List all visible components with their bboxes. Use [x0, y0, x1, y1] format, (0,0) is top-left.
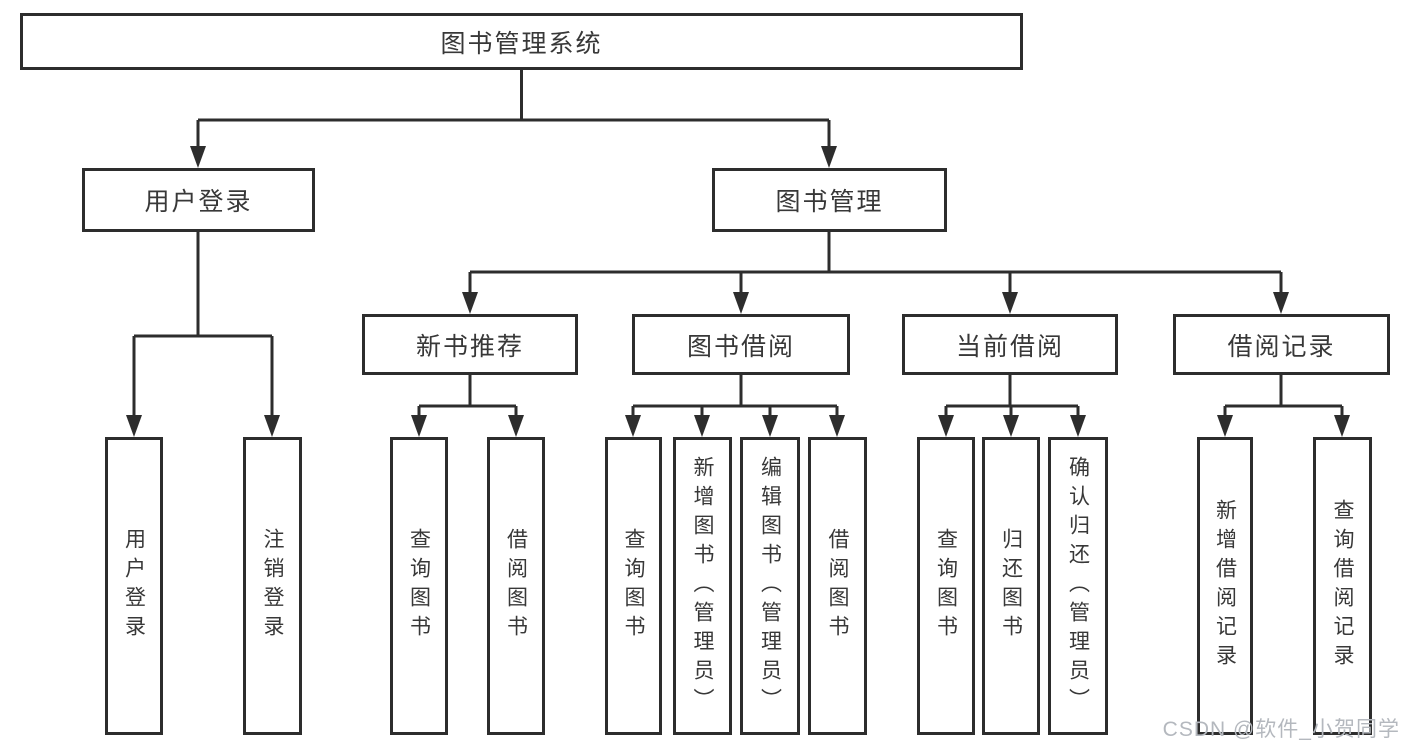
- node-book-management: 图书管理: [712, 168, 947, 232]
- leaf-return-book: 归还图书: [982, 437, 1040, 735]
- leaf-borrow-books-borrowing: 借阅图书: [808, 437, 867, 735]
- leaf-borrow-books-recommend: 借阅图书: [487, 437, 545, 735]
- leaf-add-borrow-record: 新增借阅记录: [1197, 437, 1253, 735]
- watermark: CSDN @软件_小贺同学: [1162, 718, 1400, 741]
- leaf-query-books-recommend: 查询图书: [390, 437, 448, 735]
- leaf-logout: 注销登录: [243, 437, 302, 735]
- leaf-query-borrow-record: 查询借阅记录: [1313, 437, 1372, 735]
- node-user-login: 用户登录: [82, 168, 315, 232]
- leaf-query-books-borrowing: 查询图书: [605, 437, 662, 735]
- leaf-user-login: 用户登录: [105, 437, 163, 735]
- node-borrow-records: 借阅记录: [1173, 314, 1390, 375]
- node-book-borrowing: 图书借阅: [632, 314, 850, 375]
- leaf-query-books-current: 查询图书: [917, 437, 975, 735]
- node-new-book-recommend: 新书推荐: [362, 314, 578, 375]
- leaf-add-book-admin: 新增图书（管理员）: [673, 437, 732, 735]
- leaf-edit-book-admin: 编辑图书（管理员）: [740, 437, 800, 735]
- node-library-system: 图书管理系统: [20, 13, 1023, 70]
- node-current-borrowing: 当前借阅: [902, 314, 1118, 375]
- leaf-confirm-return-admin: 确认归还（管理员）: [1048, 437, 1108, 735]
